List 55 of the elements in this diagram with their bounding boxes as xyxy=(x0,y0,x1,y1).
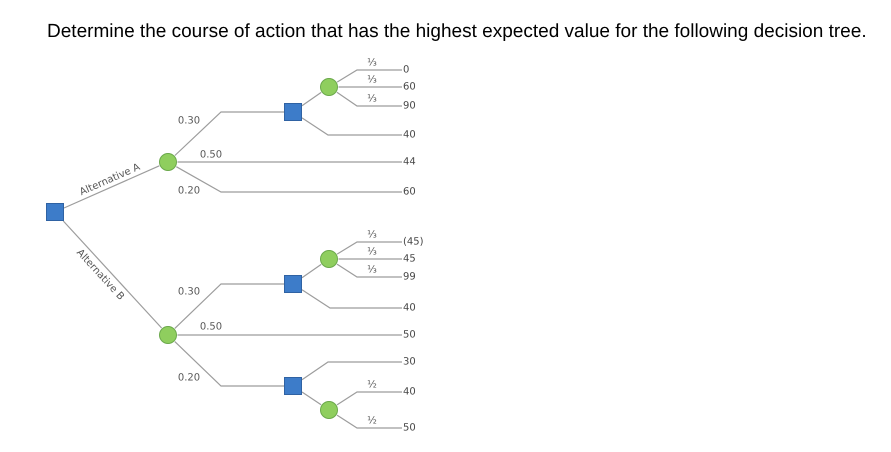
payoff-value: 40 xyxy=(403,130,416,140)
payoff-value: 60 xyxy=(403,186,416,198)
branch-line xyxy=(336,92,402,107)
branch-label: ½ xyxy=(367,416,377,426)
branch-label: ½ xyxy=(367,380,377,390)
branch-line xyxy=(338,258,402,260)
branch-line xyxy=(302,117,402,136)
payoff-value: 50 xyxy=(403,422,416,434)
branch-line xyxy=(336,69,402,83)
payoff-value: 60 xyxy=(403,82,416,92)
branch-label: 0.30 xyxy=(178,116,200,126)
decision-square xyxy=(46,203,64,221)
branch-label: 0.50 xyxy=(200,322,222,332)
decision-square xyxy=(284,275,302,293)
branch-line xyxy=(176,166,402,193)
payoff-value: 40 xyxy=(403,302,416,314)
branch-line xyxy=(174,341,284,387)
branch-label: ⅓ xyxy=(367,94,377,104)
branch-line xyxy=(62,220,162,328)
branch-line xyxy=(302,92,322,106)
branch-label: ⅓ xyxy=(367,246,377,258)
branch-label: 0.20 xyxy=(178,186,200,196)
branch-label: ⅓ xyxy=(367,74,377,86)
branch-line xyxy=(336,241,402,255)
question-heading: Determine the course of action that has the highest expected value for the following decision tree. xyxy=(47,21,867,43)
payoff-value: 30 xyxy=(403,356,416,368)
payoff-value: 44 xyxy=(403,156,416,168)
branch-line xyxy=(178,334,402,336)
branch-label: 0.20 xyxy=(178,372,200,384)
branch-line xyxy=(336,264,402,278)
branch-line xyxy=(174,283,284,329)
branch-label: ⅓ xyxy=(367,264,377,276)
branch-line xyxy=(302,392,322,406)
decision-square xyxy=(284,103,302,121)
payoff-value: (45) xyxy=(403,236,424,248)
branch-line xyxy=(174,111,284,156)
payoff-value: 50 xyxy=(403,330,416,340)
branch-line xyxy=(178,161,402,163)
branch-line xyxy=(302,361,402,380)
payoff-value: 45 xyxy=(403,254,416,264)
branch-line xyxy=(64,165,160,209)
branch-line xyxy=(336,414,402,429)
payoff-value: 90 xyxy=(403,100,416,112)
branch-label: ⅓ xyxy=(367,58,377,68)
decision-square xyxy=(284,377,302,395)
branch-label: 0.30 xyxy=(178,286,200,298)
payoff-value: 0 xyxy=(403,64,410,76)
branch-label: ⅓ xyxy=(367,230,377,240)
branch-line xyxy=(336,391,402,406)
branch-label: 0.50 xyxy=(200,150,222,160)
payoff-value: 40 xyxy=(403,386,416,398)
branch-line xyxy=(302,289,402,309)
branch-line xyxy=(338,86,402,88)
payoff-value: 99 xyxy=(403,272,416,282)
branch-line xyxy=(302,264,322,278)
